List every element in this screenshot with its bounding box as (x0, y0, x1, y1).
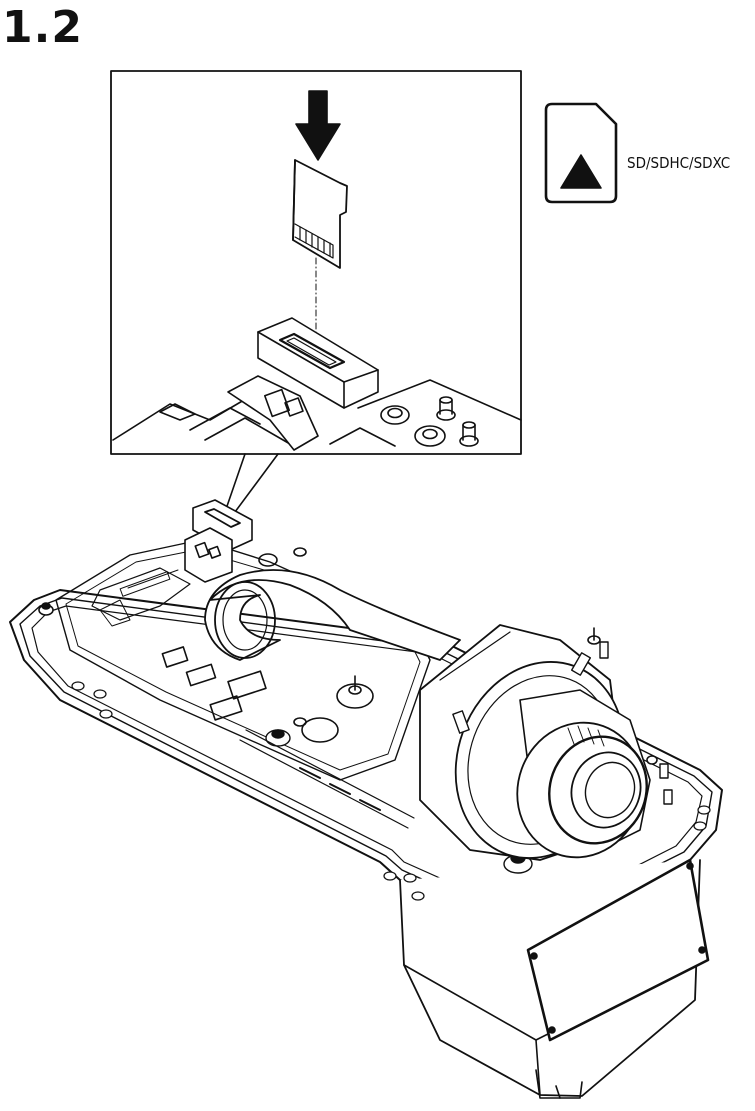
inset-slot-detail (112, 317, 522, 451)
camera-lens-assembly (419, 624, 673, 861)
sd-card-warning-icon (544, 102, 618, 204)
insert-arrow-icon (295, 90, 341, 161)
callout-pointer (224, 453, 279, 517)
microsd-card (292, 159, 348, 269)
step-number: 1.2 (2, 2, 83, 53)
detail-inset-box (110, 70, 522, 455)
card-type-label: SD/SDHC/SDXC (627, 154, 731, 172)
